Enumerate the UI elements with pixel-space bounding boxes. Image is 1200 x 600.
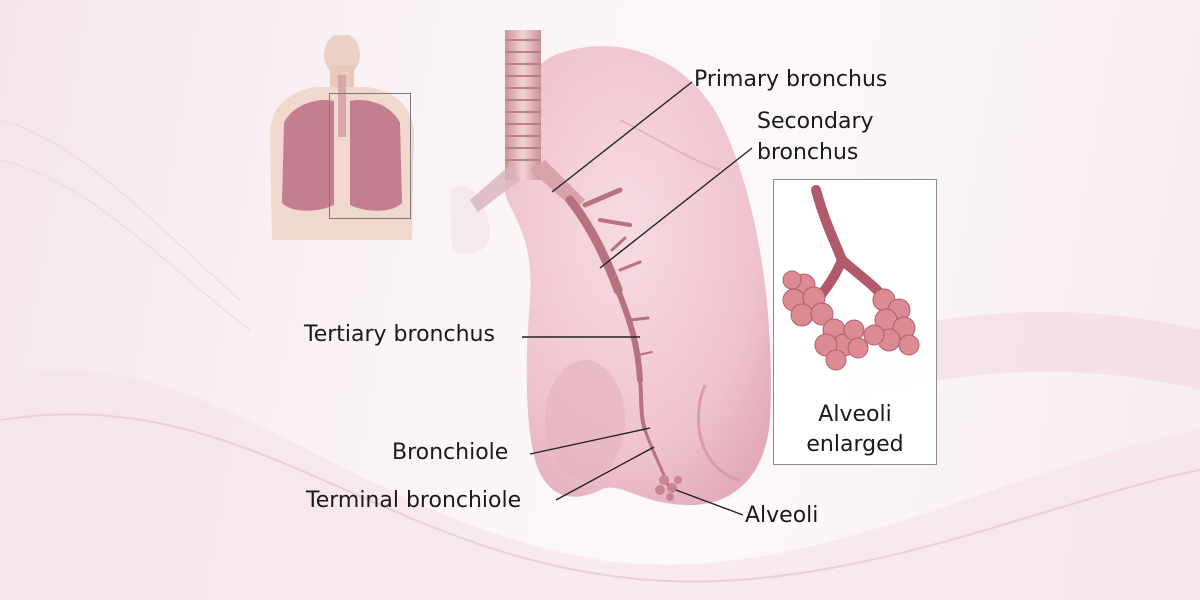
label-tertiary-bronchus: Tertiary bronchus bbox=[304, 322, 495, 347]
inset-caption-line2: enlarged bbox=[806, 432, 904, 457]
torso-thumbnail bbox=[262, 35, 422, 240]
bronchial-tree bbox=[565, 187, 670, 487]
inset-caption: Alveoli enlarged bbox=[774, 400, 936, 460]
label-bronchiole: Bronchiole bbox=[392, 440, 509, 465]
label-alveoli: Alveoli bbox=[745, 503, 819, 528]
label-terminal-bronchiole: Terminal bronchiole bbox=[306, 488, 522, 513]
leader-lines bbox=[522, 81, 753, 516]
label-secondary-bronchus-line1: Secondary bbox=[757, 109, 874, 134]
inset-caption-line1: Alveoli bbox=[818, 402, 892, 427]
label-secondary-bronchus-line2: bronchus bbox=[757, 140, 859, 165]
thumbnail-highlight-box bbox=[329, 93, 411, 219]
trachea bbox=[505, 30, 541, 180]
label-primary-bronchus: Primary bronchus bbox=[694, 67, 888, 92]
alveoli-enlarged-image bbox=[782, 185, 920, 371]
lung-lobe bbox=[504, 46, 771, 505]
alveoli-enlarged-inset: Alveoli enlarged bbox=[773, 179, 937, 465]
alveoli-cluster bbox=[655, 475, 682, 501]
